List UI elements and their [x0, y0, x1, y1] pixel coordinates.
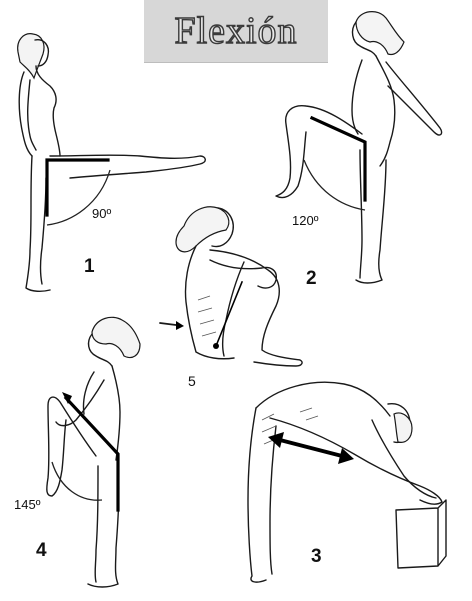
- figure-2-raised-leg: [275, 105, 363, 199]
- figure-3-hair: [393, 412, 413, 443]
- figure-4-support-leg: [87, 461, 120, 588]
- figure-3-extended-leg: [269, 417, 443, 505]
- figure-3-arrowhead-right: [338, 448, 354, 464]
- figure-5-sitting-hug-knees: [159, 206, 303, 367]
- figure-4-number: 4: [36, 540, 47, 561]
- figure-5-arms: [209, 259, 277, 289]
- figure-5-number: 5: [188, 373, 196, 389]
- figure-5-torso: [184, 245, 235, 360]
- figure-2-standing-knee-120: [275, 11, 443, 284]
- figure-2-number: 2: [306, 268, 317, 289]
- figure-1-angle-label: 90º: [92, 206, 112, 221]
- figure-1-head: [34, 39, 50, 67]
- figure-3-arm: [371, 419, 437, 499]
- figure-4-angle-marker: [63, 395, 120, 512]
- figure-4-angle-arc: [51, 461, 103, 501]
- figure-2-arm: [385, 61, 443, 136]
- figure-3-shading: [261, 407, 319, 445]
- figure-1-arm: [27, 79, 37, 151]
- figure-4-angle-label: 145º: [14, 497, 41, 512]
- figure-1-number: 1: [84, 256, 95, 277]
- figure-2-angle-label: 120º: [292, 213, 319, 228]
- figure-3-block: [395, 499, 447, 569]
- figure-2-torso: [351, 55, 396, 167]
- figure-2-angle-arc: [303, 159, 366, 211]
- figure-3-stretch-arrow: [279, 438, 343, 458]
- figure-4-hair: [91, 316, 141, 359]
- figure-4-standing-knee-145: [46, 316, 141, 588]
- figure-3-forward-bend-leg-on-block: [247, 381, 447, 583]
- figure-5-line-marker: [214, 280, 244, 348]
- figure-5-motion-arrowhead: [176, 321, 184, 330]
- figure-3-support-leg: [247, 407, 277, 583]
- figure-4-arm: [55, 379, 105, 427]
- figure-1-angle-arc: [46, 169, 111, 226]
- figure-2-hair: [355, 11, 405, 56]
- figure-2-head: [351, 21, 377, 57]
- figure-2-angle-marker: [309, 115, 367, 202]
- figure-4-marker-end: [62, 392, 72, 404]
- figure-5-motion-arrow: [159, 322, 177, 326]
- figure-5-hair: [175, 206, 230, 253]
- figure-1-torso: [18, 65, 61, 157]
- figure-5-legs: [209, 249, 303, 367]
- figure-1-hair: [17, 33, 45, 80]
- figure-5-shading: [197, 295, 217, 337]
- figure-5-joint-dot: [213, 343, 219, 349]
- figure-3-number: 3: [311, 546, 322, 567]
- figure-4-head: [87, 333, 113, 367]
- page-title: Flexión: [174, 9, 298, 52]
- figure-3-torso: [255, 381, 391, 417]
- figure-1-raised-leg: [49, 154, 206, 179]
- figure-5-head: [211, 207, 234, 248]
- figure-1-standing-leg-90: [17, 33, 206, 293]
- figure-1-angle-marker: [45, 158, 110, 217]
- figure-4-raised-leg: [46, 396, 97, 497]
- title-banner: [144, 0, 328, 63]
- figure-2-support-leg: [355, 149, 387, 284]
- figure-3-arrowhead-left: [268, 432, 284, 448]
